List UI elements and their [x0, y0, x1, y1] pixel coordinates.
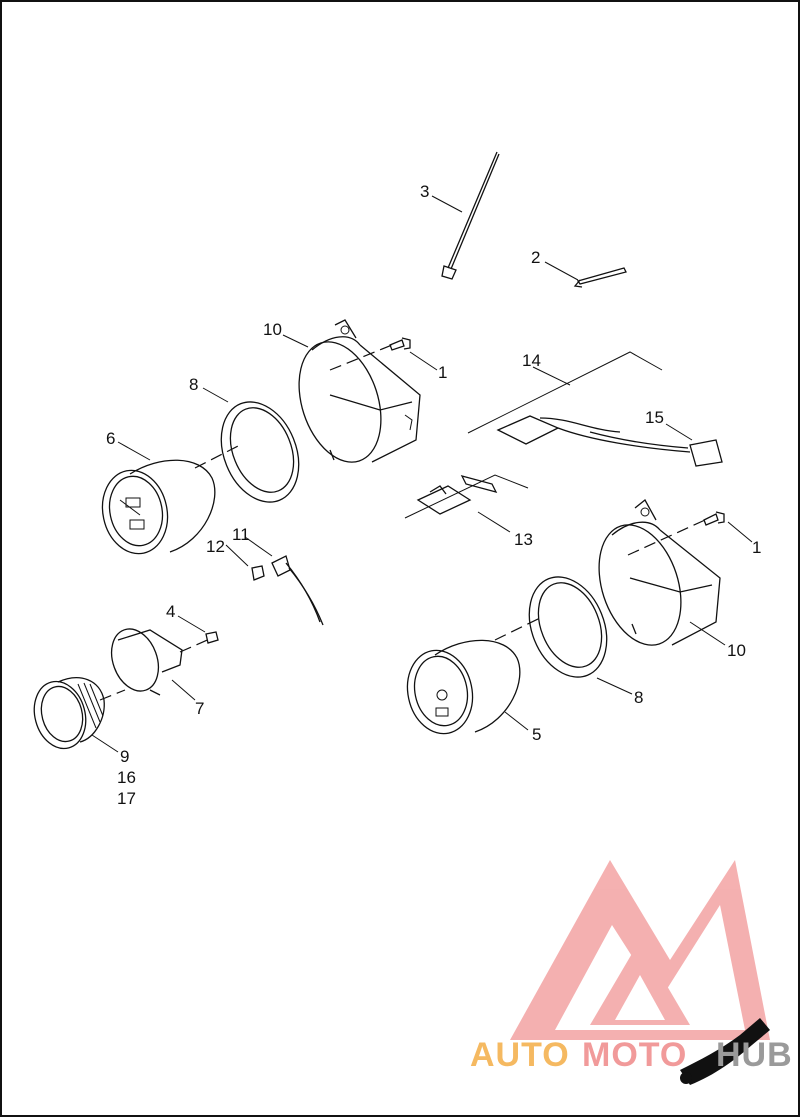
- watermark-logo: [510, 860, 770, 1040]
- part-lower-bezel-ring: [528, 576, 608, 678]
- part-sensor-boot: [251, 555, 324, 626]
- callout-10-upper: 10: [263, 320, 282, 339]
- part-small-bracket: [110, 628, 219, 696]
- watermark-moto-icon: [680, 1018, 770, 1085]
- callout-3: 3: [420, 182, 429, 201]
- callout-labels: 3 2 10 8 6 1 14 15 13 1 11 12 4 7 9 16 1…: [106, 182, 761, 808]
- callout-6: 6: [106, 429, 115, 448]
- part-upper-gauge: [101, 444, 241, 555]
- callout-17: 17: [117, 789, 136, 808]
- part-pin: [573, 267, 627, 288]
- callout-4: 4: [166, 602, 175, 621]
- callout-1-upper: 1: [438, 363, 447, 382]
- part-screw-lower: [627, 511, 725, 556]
- callout-16: 16: [117, 768, 136, 787]
- callout-2: 2: [531, 248, 540, 267]
- callout-14: 14: [522, 351, 541, 370]
- watermark-auto: AUTO: [470, 1036, 570, 1074]
- watermark-text: AUTO MOTO HUB: [470, 1036, 793, 1074]
- callout-13: 13: [514, 530, 533, 549]
- callout-11: 11: [232, 525, 250, 544]
- callout-15: 15: [645, 408, 664, 427]
- callout-8-lower: 8: [634, 688, 643, 707]
- part-cable-strap: [441, 151, 500, 280]
- part-lower-gauge: [406, 617, 541, 735]
- callout-8-upper: 8: [189, 375, 198, 394]
- watermark-moto: MOTO: [582, 1036, 687, 1074]
- leader-lines: [91, 195, 753, 753]
- callout-12: 12: [206, 537, 225, 556]
- part-lower-housing: [598, 499, 721, 646]
- part-upper-bezel-ring: [220, 401, 300, 503]
- part-small-gauge: [33, 677, 126, 750]
- callout-9: 9: [120, 747, 129, 766]
- part-screw-upper: [329, 337, 411, 371]
- part-fuse-holder: [404, 474, 529, 519]
- callout-1-lower: 1: [752, 538, 761, 557]
- part-wiring-harness: [467, 351, 723, 467]
- callout-5: 5: [532, 725, 541, 744]
- callout-10-lower: 10: [727, 641, 746, 660]
- part-upper-housing: [298, 319, 421, 463]
- callout-7: 7: [195, 699, 204, 718]
- watermark-hub: HUB: [716, 1036, 793, 1074]
